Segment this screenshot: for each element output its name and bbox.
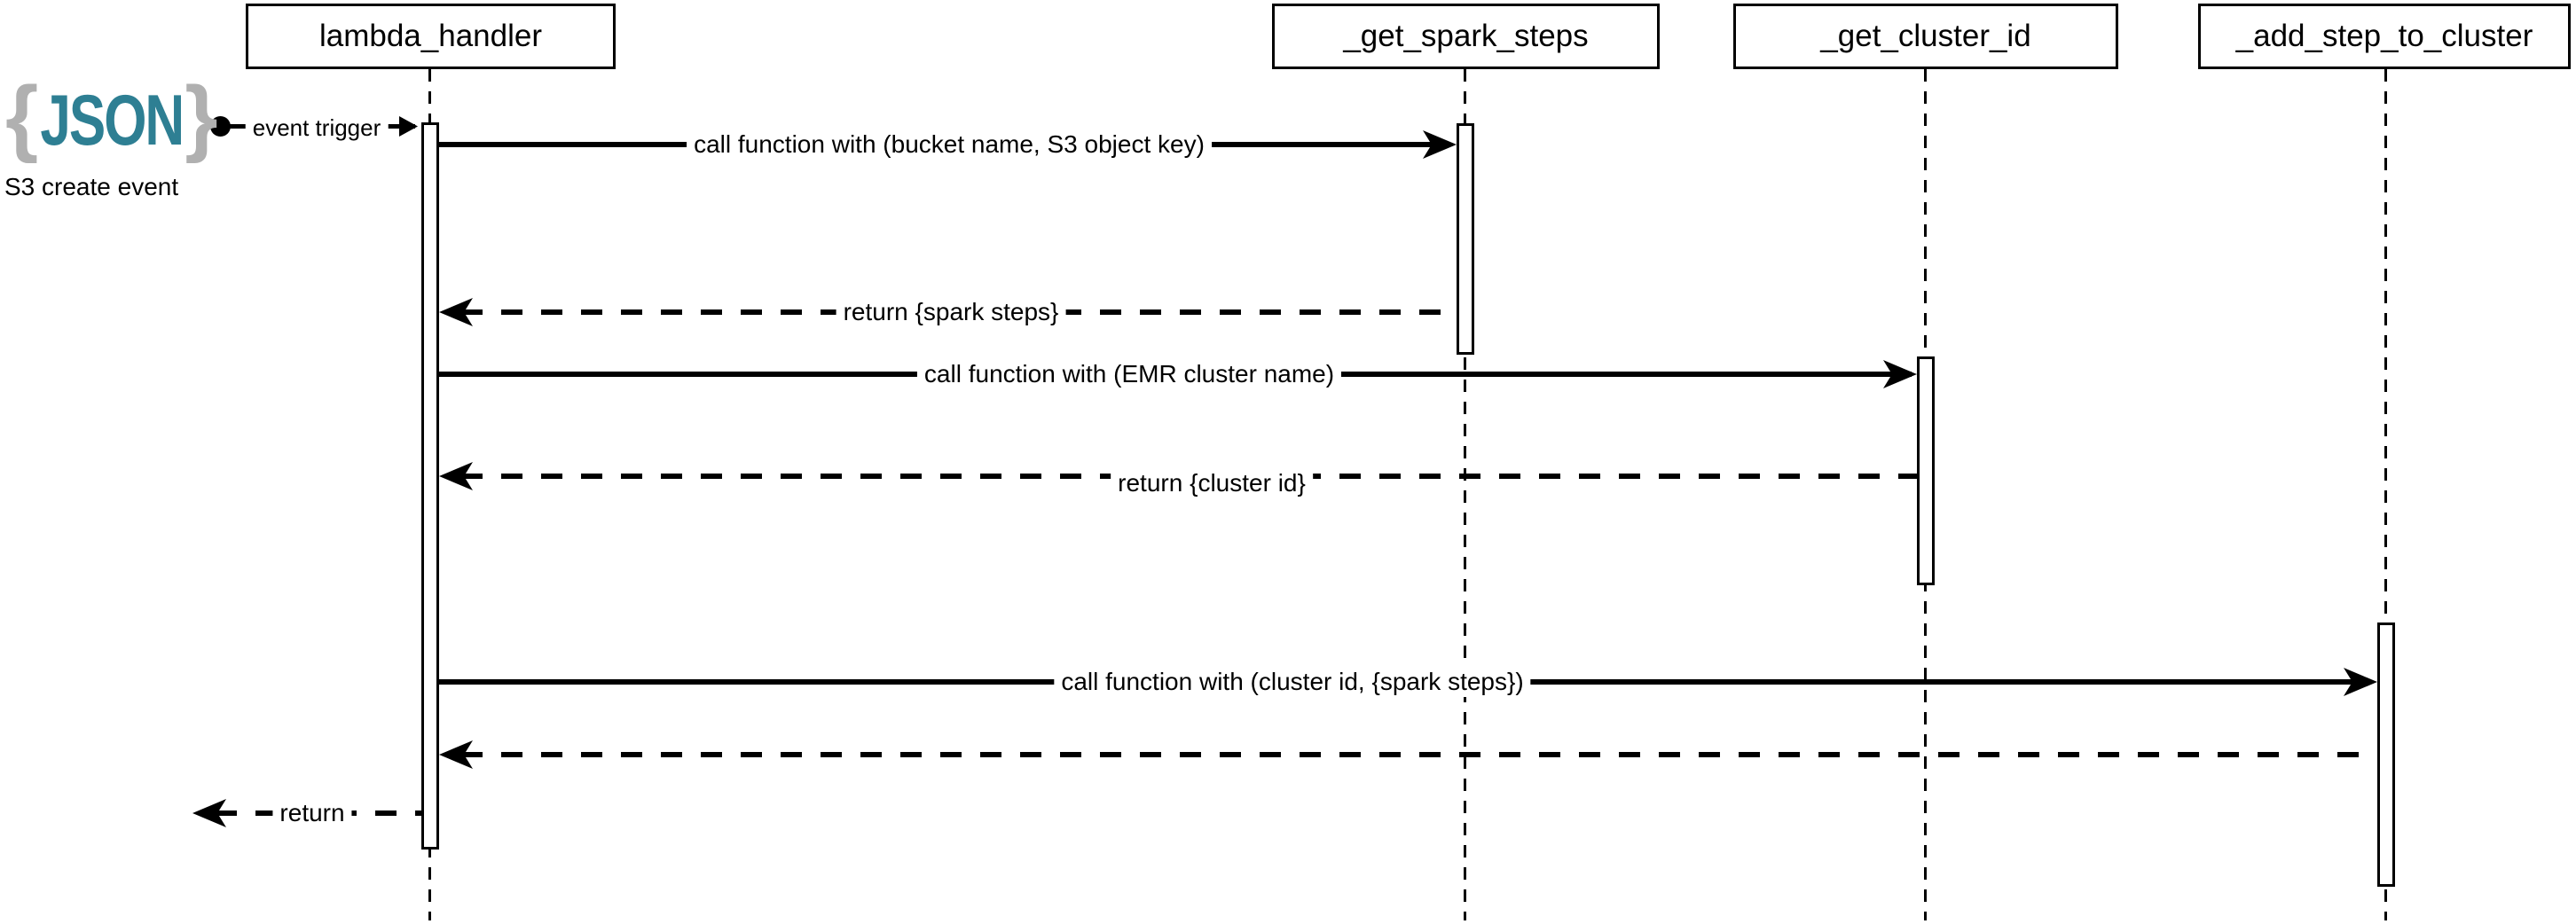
lifeline-get-spark-steps xyxy=(1464,69,1466,920)
event-source-dot-icon xyxy=(210,116,231,137)
activation-bar-add-step-to-cluster xyxy=(2377,623,2395,887)
arrowhead-icon xyxy=(399,116,418,137)
actor-label: lambda_handler xyxy=(318,19,542,53)
message-label: call function with (cluster id, {spark s… xyxy=(1054,667,1531,697)
json-brace-left-icon: { xyxy=(5,69,39,164)
message-label: return {spark steps} xyxy=(836,297,1066,327)
message-label: return {cluster id} xyxy=(1111,468,1313,498)
message-line xyxy=(461,752,2377,757)
json-file-icon: { JSON } xyxy=(5,74,218,163)
actor-label: _get_spark_steps xyxy=(1343,19,1589,53)
s3-create-event-caption: S3 create event xyxy=(4,173,179,200)
activation-bar-get-cluster-id xyxy=(1917,356,1935,585)
actor-box-lambda-handler: lambda_handler xyxy=(246,4,616,69)
message-label: call function with (bucket name, S3 obje… xyxy=(687,129,1212,160)
actor-label: _add_step_to_cluster xyxy=(2235,19,2533,53)
event-trigger-label: event trigger xyxy=(245,113,389,143)
message-label: call function with (EMR cluster name) xyxy=(916,359,1342,389)
activation-bar-lambda-handler xyxy=(421,122,439,850)
actor-box-add-step-to-cluster: _add_step_to_cluster xyxy=(2198,4,2571,69)
actor-label: _get_cluster_id xyxy=(1820,19,2031,53)
json-logo-text: JSON xyxy=(40,81,185,161)
json-brace-right-icon: } xyxy=(185,69,218,164)
actor-box-get-cluster-id: _get_cluster_id xyxy=(1733,4,2118,69)
actor-box-get-spark-steps: _get_spark_steps xyxy=(1272,4,1660,69)
message-label: return xyxy=(272,798,352,828)
lifeline-add-step-to-cluster xyxy=(2384,69,2387,920)
activation-bar-get-spark-steps xyxy=(1457,123,1474,355)
